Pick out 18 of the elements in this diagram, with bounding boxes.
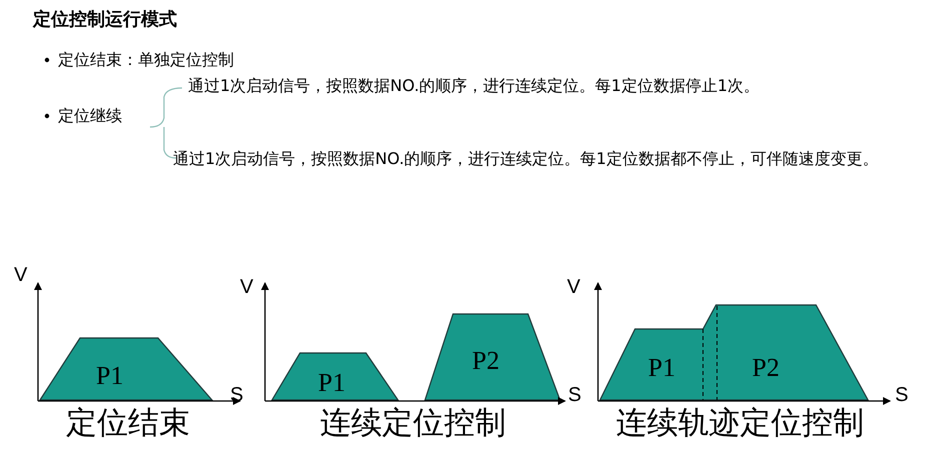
shape-label: P2: [472, 345, 500, 376]
shape-label: P1: [648, 352, 676, 384]
shape-label: P1: [96, 360, 124, 392]
axis-label: V: [567, 275, 580, 299]
chart-caption: 定位结束: [66, 405, 190, 442]
shape-label: P2: [752, 352, 780, 384]
list-item-text: 定位继续: [58, 106, 122, 126]
list-item-text: 定位结束：单独定位控制: [58, 50, 234, 70]
axis-label: V: [240, 275, 254, 299]
axis-label: V: [14, 263, 28, 287]
description-text: 通过1次启动信号，按照数据NO.的顺序，进行连续定位。每1定位数据都不停止，可伴随速度变更。: [173, 148, 880, 170]
heading: 定位控制运行模式: [33, 9, 177, 31]
chart-caption: 连续轨迹定位控制: [616, 405, 864, 442]
axis-label: S: [895, 383, 908, 407]
description-text: 通过1次启动信号，按照数据NO.的顺序，进行连续定位。每1定位数据停止1次。: [188, 76, 760, 96]
chart-caption: 连续定位控制: [320, 405, 506, 442]
shape-label: P1: [318, 367, 346, 398]
axis-label: S: [568, 383, 582, 407]
